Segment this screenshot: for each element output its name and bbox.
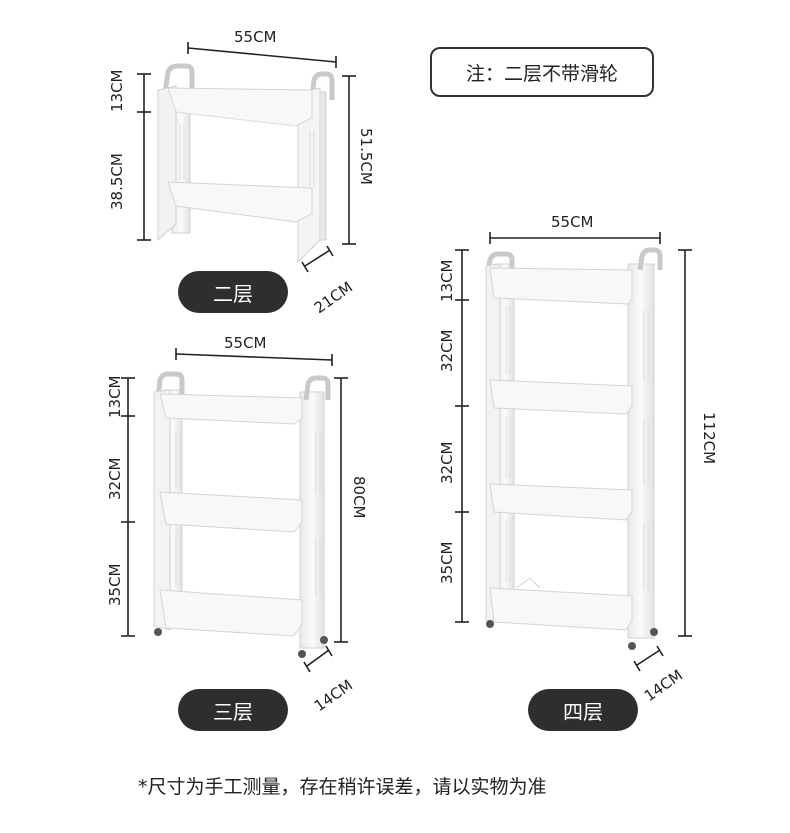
rack-3-tier-drawing xyxy=(153,371,331,658)
rack-2-width-label: 55CM xyxy=(234,28,277,46)
rack-4-width-label: 55CM xyxy=(551,213,594,231)
rack-3-gap1-label: 32CM xyxy=(106,457,124,500)
rack-2-tier-drawing xyxy=(157,63,335,264)
rack-2-top-gap-label: 13CM xyxy=(108,69,126,112)
rack-3-top-gap-label: 13CM xyxy=(106,375,124,418)
rack-2-label: 二层 xyxy=(213,281,253,306)
rack-4-gap3-label: 35CM xyxy=(438,541,456,584)
rack-3-dimension-lines xyxy=(121,348,348,673)
rack-4-dimension-lines xyxy=(455,232,692,672)
rack-4-height-label: 112CM xyxy=(700,412,718,465)
rack-4-label: 四层 xyxy=(563,699,603,724)
note-box: 注：二层不带滑轮 xyxy=(430,47,654,97)
rack-4-label-pill: 四层 xyxy=(528,689,638,731)
note-text: 注：二层不带滑轮 xyxy=(465,62,618,85)
rack-3-label: 三层 xyxy=(213,699,253,724)
rack-2-label-pill: 二层 xyxy=(178,271,288,313)
rack-4-tier-drawing xyxy=(485,247,663,650)
rack-2-shelf-gap-label: 38.5CM xyxy=(108,153,126,210)
rack-3-gap2-label: 35CM xyxy=(106,563,124,606)
rack-4-top-gap-label: 13CM xyxy=(438,259,456,302)
footnote: *尺寸为手工测量，存在稍许误差，请以实物为准 xyxy=(138,776,547,798)
rack-2-dimension-lines xyxy=(137,42,356,273)
rack-3-width-label: 55CM xyxy=(224,334,267,352)
rack-4-gap2-label: 32CM xyxy=(438,441,456,484)
rack-3-label-pill: 三层 xyxy=(178,689,288,731)
rack-3-height-label: 80CM xyxy=(350,476,368,519)
rack-2-height-label: 51.5CM xyxy=(357,128,375,185)
rack-4-gap1-label: 32CM xyxy=(438,329,456,372)
